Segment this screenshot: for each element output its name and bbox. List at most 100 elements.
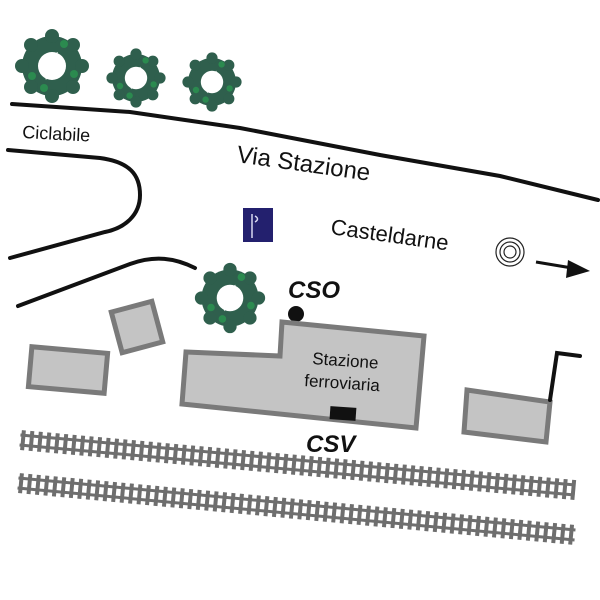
- rail-tie: [511, 474, 517, 495]
- rail-tie: [212, 491, 219, 512]
- rail-tie: [451, 469, 458, 490]
- rail-tie: [255, 495, 261, 516]
- rail-tie: [102, 481, 109, 502]
- rail-tie: [62, 433, 69, 455]
- rail-tie: [155, 442, 162, 463]
- rail-tie: [314, 500, 321, 522]
- building-small-square: [108, 298, 166, 356]
- cycle-path-curve: [6, 148, 143, 260]
- rail-tie: [172, 443, 179, 465]
- cycle-path-label: Ciclabile: [22, 122, 91, 146]
- station-label-line1: Stazione: [312, 349, 379, 373]
- rail-tie: [517, 519, 524, 541]
- tree-icon: [15, 29, 89, 103]
- rail-tie: [164, 443, 170, 464]
- rail-tie: [178, 488, 185, 509]
- rail-tie: [553, 478, 560, 499]
- tree-icon: [194, 262, 266, 334]
- building-right: [461, 387, 553, 445]
- rail-tie: [229, 492, 236, 514]
- footpath-right: [548, 350, 582, 402]
- rail-tie: [221, 492, 228, 513]
- rail-tie: [559, 523, 566, 544]
- cso-label: CSO: [288, 277, 340, 304]
- rail-tie: [542, 522, 549, 543]
- rail-tie: [536, 476, 543, 497]
- rail-tie: [322, 501, 329, 522]
- rail-tie: [43, 475, 50, 496]
- rail-tie: [525, 520, 532, 541]
- rail-tie: [94, 480, 101, 501]
- rail-tie: [460, 469, 467, 491]
- rail-tie: [138, 440, 145, 462]
- rail: [20, 433, 576, 487]
- rail-tie: [280, 497, 287, 518]
- rail-tie: [206, 446, 213, 468]
- rail-tie: [384, 462, 390, 484]
- rail-tie: [104, 437, 111, 459]
- rail-tie: [51, 476, 58, 497]
- rail-tie: [331, 502, 338, 523]
- rail-tie: [130, 440, 136, 461]
- rail-tie: [34, 474, 41, 496]
- rail-tie: [432, 511, 439, 533]
- rail-tie: [265, 452, 272, 473]
- rail-tie: [85, 479, 92, 500]
- rail-tie: [568, 524, 575, 545]
- rail-tie: [214, 447, 221, 468]
- rail-tie: [204, 490, 211, 511]
- rail-tie: [96, 436, 103, 458]
- rail-tie: [263, 496, 270, 517]
- square-marker-icon: [329, 406, 357, 421]
- rail-tie: [119, 482, 126, 503]
- rail-tie: [60, 477, 67, 498]
- rail-tie: [187, 488, 194, 510]
- cycle-path-lower: [16, 256, 197, 308]
- rail-tie: [333, 458, 340, 479]
- rail-tie: [458, 514, 464, 535]
- rail-tie: [53, 433, 60, 454]
- rail-tie: [561, 478, 568, 500]
- rail-tie: [128, 483, 134, 504]
- dot-marker-icon: [288, 306, 304, 322]
- rail-tie: [392, 463, 399, 484]
- rail-tie: [274, 453, 280, 474]
- rail-tie: [551, 522, 558, 544]
- rail-tie: [381, 507, 388, 528]
- rail-tie: [390, 507, 397, 529]
- rail-tie: [339, 503, 346, 524]
- parking-icon: [243, 208, 273, 242]
- railway-track: [19, 430, 577, 500]
- rail-tie: [341, 459, 348, 480]
- rail-tie: [231, 449, 238, 470]
- rail-tie: [441, 512, 448, 533]
- railway-tracks: [17, 430, 577, 545]
- rail-tie: [500, 518, 507, 539]
- rail-tie: [87, 436, 94, 457]
- rail-tie: [307, 456, 314, 477]
- rail-tie: [68, 477, 75, 499]
- rail-tie: [443, 468, 450, 489]
- rail-tie: [466, 515, 473, 536]
- rail-tie: [170, 487, 177, 508]
- rail-tie: [475, 515, 481, 537]
- rail-tie: [288, 498, 295, 519]
- rail-tie: [197, 446, 204, 467]
- rail-tie: [28, 430, 35, 452]
- rail-tie: [240, 449, 246, 471]
- rail-tie: [426, 466, 433, 488]
- rail-tie: [477, 471, 484, 492]
- rail-tie: [248, 450, 255, 472]
- rail-tie: [492, 517, 498, 538]
- rail-tie: [271, 496, 278, 518]
- rail-tie: [77, 478, 84, 499]
- rail-tie: [356, 504, 363, 526]
- rail-tie: [180, 444, 187, 465]
- rail-tie: [417, 465, 424, 487]
- rail-tie: [415, 510, 422, 531]
- arrow-right-icon: [535, 260, 590, 278]
- rail: [17, 486, 575, 542]
- tree-icon: [182, 52, 242, 112]
- rail-tie: [299, 455, 306, 476]
